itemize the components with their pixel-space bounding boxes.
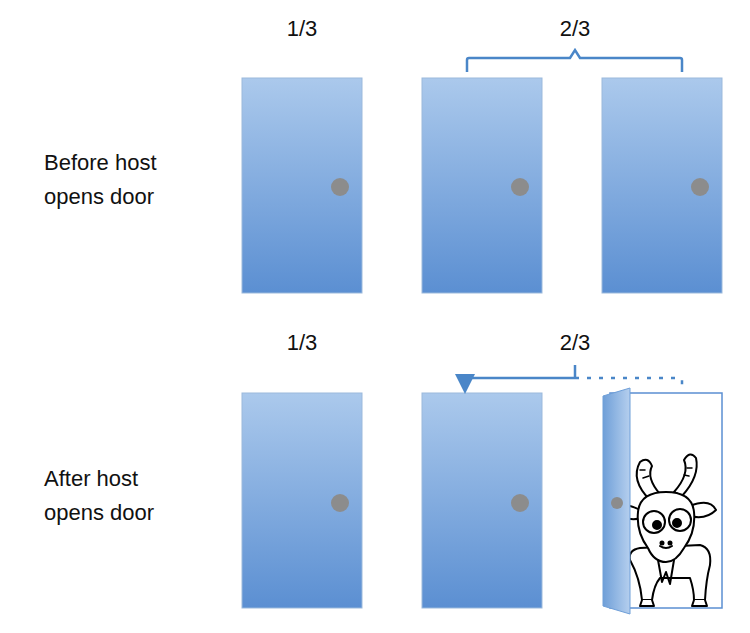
probability-label: 1/3 [262,326,342,360]
door [602,78,722,293]
probability-label: 1/3 [262,12,342,46]
door [422,393,542,608]
stage-label: After host opens door [44,462,204,530]
goat [616,454,716,606]
door [242,393,362,608]
bracket-dotted [575,378,682,390]
probability-label: 2/3 [535,12,615,46]
bracket [467,50,682,72]
stage-label: Before host opens door [44,146,204,214]
bracket-arrow [465,365,575,384]
door [242,78,362,293]
probability-label: 2/3 [535,326,615,360]
open-door-panel [603,388,630,614]
door-knob [611,497,623,509]
door [422,78,542,293]
